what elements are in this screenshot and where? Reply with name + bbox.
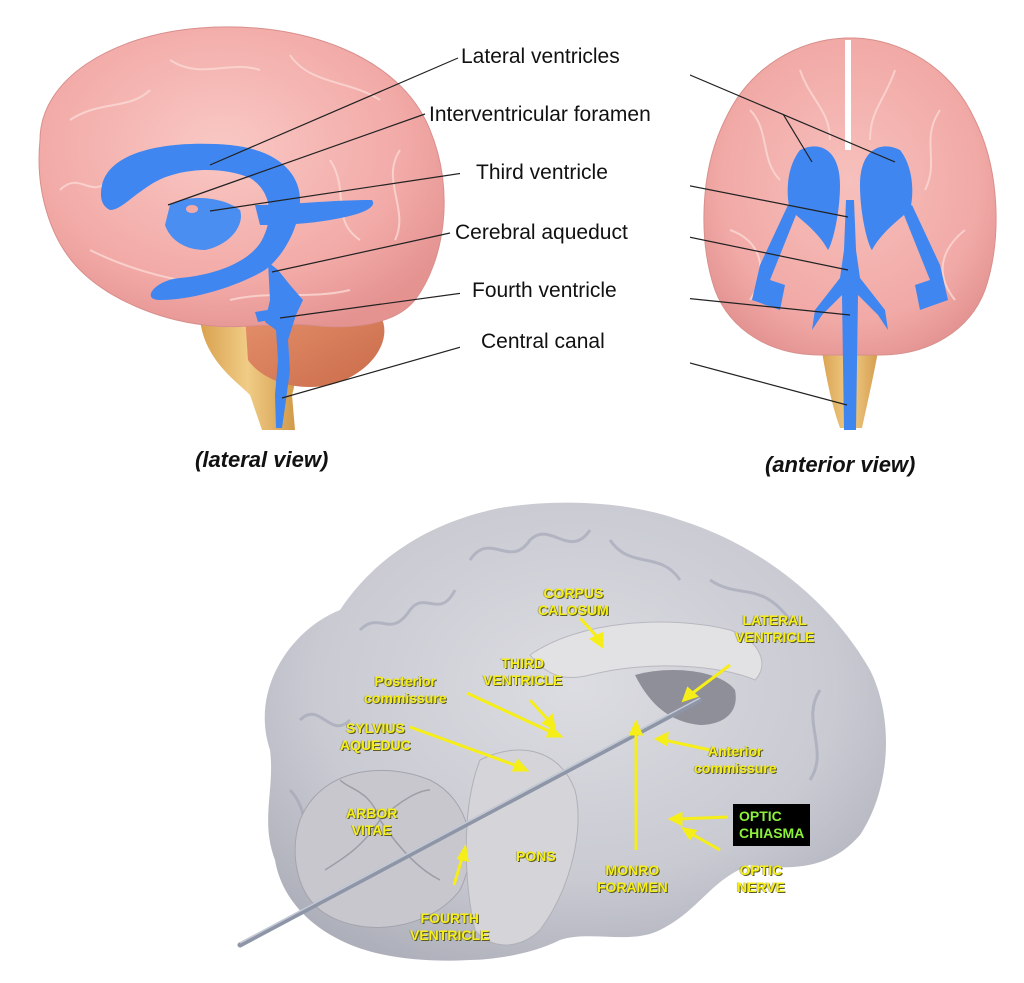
longitudinal-fissure (845, 40, 851, 150)
lateral-line-2: VENTRICLE (735, 629, 815, 645)
third-line-1: THIRD (501, 655, 545, 671)
label-lateral-ventricle: LATERAL VENTRICLE (735, 612, 814, 646)
chiasma-line-2: CHIASMA (739, 825, 805, 841)
interventricular-foramen-hole (186, 205, 198, 213)
label-optic-nerve: OPTIC NERVE (737, 862, 785, 896)
lateral-brain-svg (38, 26, 460, 430)
caption-lateral-view: (lateral view) (195, 447, 329, 472)
label-sylvius-aqueduc: SYLVIUS AQUEDUC (340, 720, 411, 754)
label-interventricular-foramen: Interventricular foramen (429, 103, 651, 126)
lateral-view-illustration (0, 0, 460, 440)
corpus-line-2: CALOSUM (538, 602, 609, 618)
label-fourth-ventricle-photo: FOURTH VENTRICLE (410, 910, 489, 944)
fourth-line-2: VENTRICLE (410, 927, 490, 943)
label-anterior-commissure: Anterior commissure (694, 743, 776, 777)
pons-photo (465, 749, 579, 946)
optic-nerve-line-2: NERVE (737, 879, 785, 895)
label-third-ventricle-photo: THIRD VENTRICLE (483, 655, 562, 689)
cerebellum-photo (294, 769, 471, 928)
anterior-cerebrum (703, 37, 997, 356)
label-optic-chiasma: OPTIC CHIASMA (733, 804, 811, 846)
chiasma-line-1: OPTIC (739, 808, 782, 824)
label-third-ventricle: Third ventricle (476, 161, 608, 184)
probe-rod (237, 697, 703, 948)
sagittal-brain-photo (230, 490, 910, 970)
label-central-canal: Central canal (481, 330, 605, 353)
posterior-line-1: Posterior (374, 673, 436, 689)
anterior-view-illustration (690, 10, 1010, 430)
fourth-line-1: FOURTH (420, 910, 479, 926)
sylvius-line-2: AQUEDUC (340, 737, 411, 753)
sagittal-photo-svg (237, 502, 887, 961)
label-fourth-ventricle: Fourth ventricle (472, 279, 617, 302)
label-pons: PONS (516, 848, 556, 864)
arbor-line-1: ARBOR (346, 805, 398, 821)
posterior-line-2: commissure (364, 690, 447, 706)
corpus-callosum-shape (529, 621, 763, 681)
label-monro-foramen: MONRO FORAMEN (597, 862, 668, 896)
monro-line-1: MONRO (605, 862, 660, 878)
caption-anterior-view: (anterior view) (765, 452, 916, 477)
arbor-vitae-branches (324, 779, 441, 881)
anterior-line-1: Anterior (708, 743, 763, 759)
lateral-line-1: LATERAL (742, 612, 807, 628)
anterior-brain-svg (690, 37, 997, 430)
anterior-leader-lines (690, 74, 896, 406)
lateral-ventricle-system (100, 143, 374, 428)
cerebrum-shape (38, 26, 445, 328)
label-cerebral-aqueduct: Cerebral aqueduct (455, 221, 628, 244)
label-corpus-calosum: CORPUS CALOSUM (538, 585, 609, 619)
corpus-line-1: CORPUS (543, 585, 604, 601)
anterior-line-2: commissure (694, 760, 777, 776)
label-posterior-commissure: Posterior commissure (364, 673, 446, 707)
label-arbor-vitae: ARBOR VITAE (346, 805, 397, 839)
arbor-line-2: VITAE (351, 822, 392, 838)
lateral-leader-lines (167, 57, 460, 399)
label-lateral-ventricles: Lateral ventricles (461, 45, 620, 68)
monro-line-2: FORAMEN (597, 879, 668, 895)
sylvius-line-1: SYLVIUS (345, 720, 405, 736)
third-line-2: VENTRICLE (483, 672, 563, 688)
probe-rod-highlight (239, 697, 701, 944)
label-arrows (409, 616, 731, 886)
optic-nerve-line-1: OPTIC (739, 862, 783, 878)
